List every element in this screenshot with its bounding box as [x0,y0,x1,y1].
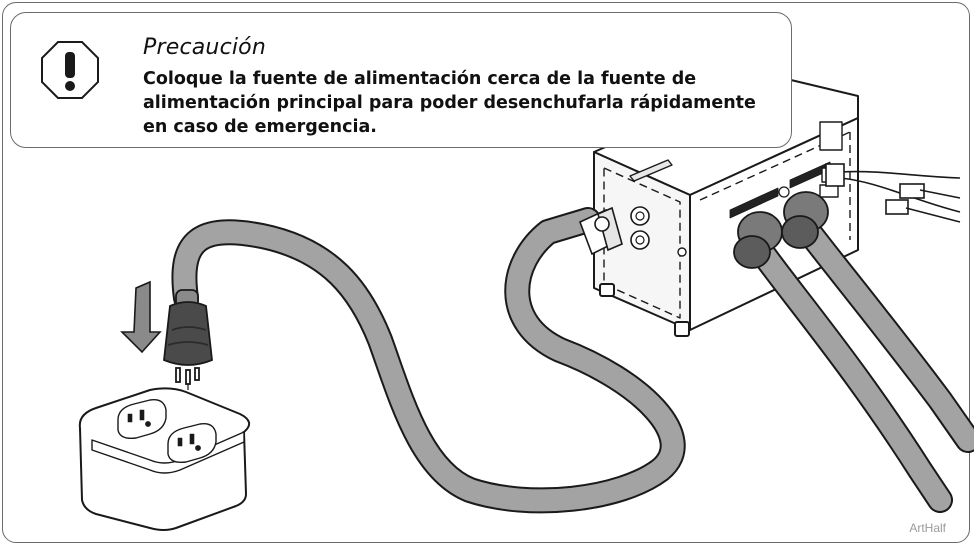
caution-line: Coloque la fuente de alimentación cerca … [143,69,697,89]
caution-message: Coloque la fuente de alimentación cerca … [143,67,783,139]
exclamation-octagon-icon [41,41,99,99]
power-plug [163,289,213,385]
caution-line: en caso de emergencia. [143,117,377,137]
caution-line: alimentación principal para poder desenc… [143,93,756,113]
caution-callout: Precaución Coloque la fuente de alimenta… [10,12,792,148]
wall-outlet [78,387,251,531]
cable-gland [578,206,623,256]
insert-arrow-icon [120,280,162,354]
output-connectors [733,191,829,269]
caution-title: Precaución [143,35,266,60]
wire-harness [825,163,961,223]
output-cables [739,207,974,513]
power-cable [171,207,686,514]
art-tag: ArtHalf [909,521,946,535]
